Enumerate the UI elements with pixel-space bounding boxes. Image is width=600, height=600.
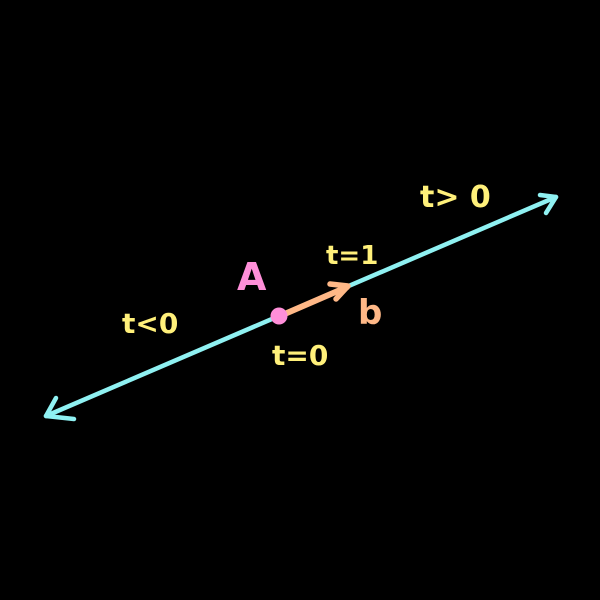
arrowhead-positive-icon bbox=[537, 192, 559, 216]
t-positive-label: t> 0 bbox=[420, 180, 491, 215]
vector-b-arrow bbox=[277, 284, 350, 319]
point-a-label: A bbox=[237, 255, 267, 299]
t-one-label: t=1 bbox=[326, 241, 378, 271]
point-a-dot bbox=[270, 307, 288, 325]
vector-b-label: b bbox=[358, 293, 382, 333]
t-negative-label: t<0 bbox=[122, 307, 178, 340]
t-zero-label: t=0 bbox=[272, 339, 328, 372]
vector-b-arrowhead-icon bbox=[327, 281, 351, 302]
arrowhead-negative-icon bbox=[43, 395, 77, 422]
